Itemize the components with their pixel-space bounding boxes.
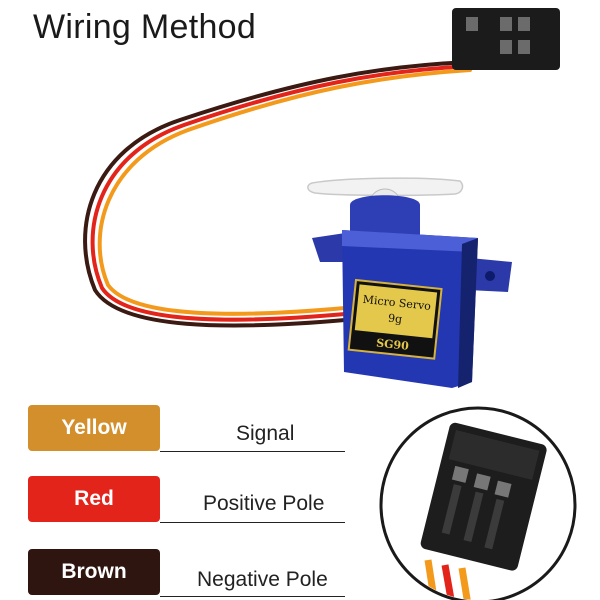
wire-color-name-brown: Brown xyxy=(61,560,127,583)
wire-meaning-positive: Positive Pole xyxy=(203,492,325,515)
brown-wire xyxy=(83,60,472,328)
row-divider xyxy=(160,596,345,597)
wire-badge-red: Red xyxy=(28,476,160,522)
servo-horn xyxy=(307,177,464,197)
servo-label-line2: 9g xyxy=(387,312,402,326)
wire-meaning-negative: Negative Pole xyxy=(197,568,328,591)
wire-badge-yellow: Yellow xyxy=(28,405,160,451)
diagram-title: Wiring Method xyxy=(33,8,257,46)
wire-badge-brown: Brown xyxy=(28,549,160,595)
row-divider xyxy=(160,522,345,523)
wire-color-name-red: Red xyxy=(74,487,114,510)
servo-model: SG90 xyxy=(376,336,410,352)
wire-meaning-signal: Signal xyxy=(236,422,295,445)
wire-color-name-yellow: Yellow xyxy=(61,416,127,439)
gear-tower xyxy=(350,195,420,238)
row-divider xyxy=(160,451,345,452)
servo-cable xyxy=(83,60,472,328)
red-wire xyxy=(90,64,472,322)
orange-wire xyxy=(97,68,472,316)
top-connector xyxy=(452,8,560,70)
servo-label: Micro Servo 9g SG90 xyxy=(347,278,443,360)
micro-servo: Micro Servo 9g SG90 xyxy=(307,177,512,388)
connector-zoom-circle xyxy=(379,406,577,600)
